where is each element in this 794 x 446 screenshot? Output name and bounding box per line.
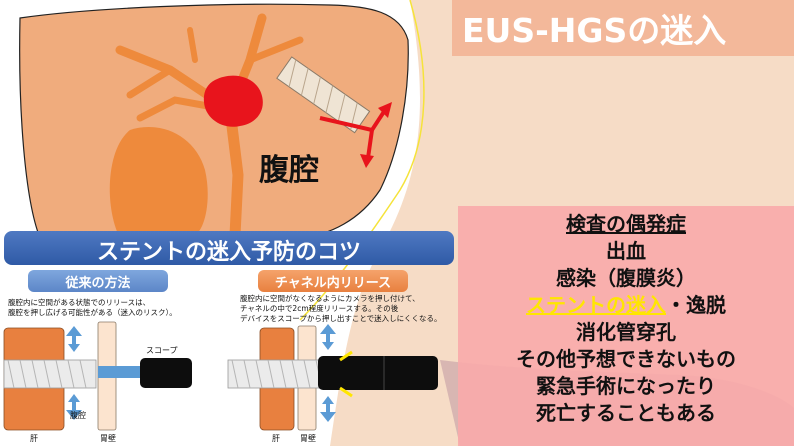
conventional-label: 従来の方法 [65, 276, 131, 291]
conventional-desc-2: 腹腔を押し広げる可能性がある（迷入のリスク）。 [8, 308, 177, 317]
channel-label-box [258, 270, 408, 292]
tips-banner-text: ステントの迷入予防のコツ [96, 240, 361, 265]
conventional-expand-arrows [66, 326, 82, 420]
peritoneum-label: 腹腔 [259, 153, 319, 188]
channel-desc-2: チャネルの中で2cm程度リリースする。その後 [240, 304, 399, 313]
channel-expand-arrows [320, 324, 336, 422]
conventional-desc-1: 腹腔内に空間がある状態でのリリースは、 [8, 298, 151, 307]
channel-label: チャネル内リリース [274, 276, 392, 291]
complication-unexpected: その他予想できないもの [516, 347, 736, 371]
complication-stent-row: ステントの迷入・逸脱 [458, 289, 794, 318]
stent-shape [276, 56, 371, 134]
conventional-peritoneum-label: 腹腔 [70, 411, 86, 420]
conventional-liver-label: 肝 [30, 434, 38, 443]
channel-desc-1: 腹腔内に空間がなくなるようにカメラを押し付けて、 [240, 294, 420, 303]
complication-perforation: 消化管穿孔 [576, 320, 676, 344]
complication-surgery: 緊急手術になったり [536, 374, 716, 398]
title-box [452, 0, 794, 56]
complication-infection: 感染（腹膜炎） [556, 266, 696, 290]
complication-stent-migration: ステントの迷入 [526, 293, 666, 317]
tumor-shape [203, 75, 263, 127]
complication-stent-suffix: ・逸脱 [666, 293, 726, 317]
conventional-stent-mesh [7, 359, 87, 389]
migration-arrows [319, 102, 392, 168]
channel-desc-3: デバイスをスコープから押し出すことで迷入しにくくなる。 [240, 314, 442, 323]
conventional-scope-label: スコープ [146, 346, 178, 355]
complication-death: 死亡することもある [536, 401, 716, 425]
tips-banner [4, 231, 454, 265]
conventional-stent [3, 359, 97, 389]
complications-heading: 検査の偶発症 [566, 212, 686, 236]
conventional-label-box [28, 270, 168, 292]
complications-panel [458, 206, 794, 446]
conventional-scope [140, 358, 192, 388]
channel-yellow-marks [339, 350, 353, 398]
conventional-channel [98, 366, 146, 378]
conventional-stomach-label: 胃壁 [100, 434, 116, 443]
channel-scope [318, 356, 438, 390]
page-title: EUS-HGSの迷入 [462, 11, 727, 50]
channel-liver-label: 肝 [272, 434, 280, 443]
gallbladder-shape [109, 126, 208, 238]
channel-stomach-label: 胃壁 [300, 434, 316, 443]
complication-bleeding: 出血 [606, 239, 646, 263]
